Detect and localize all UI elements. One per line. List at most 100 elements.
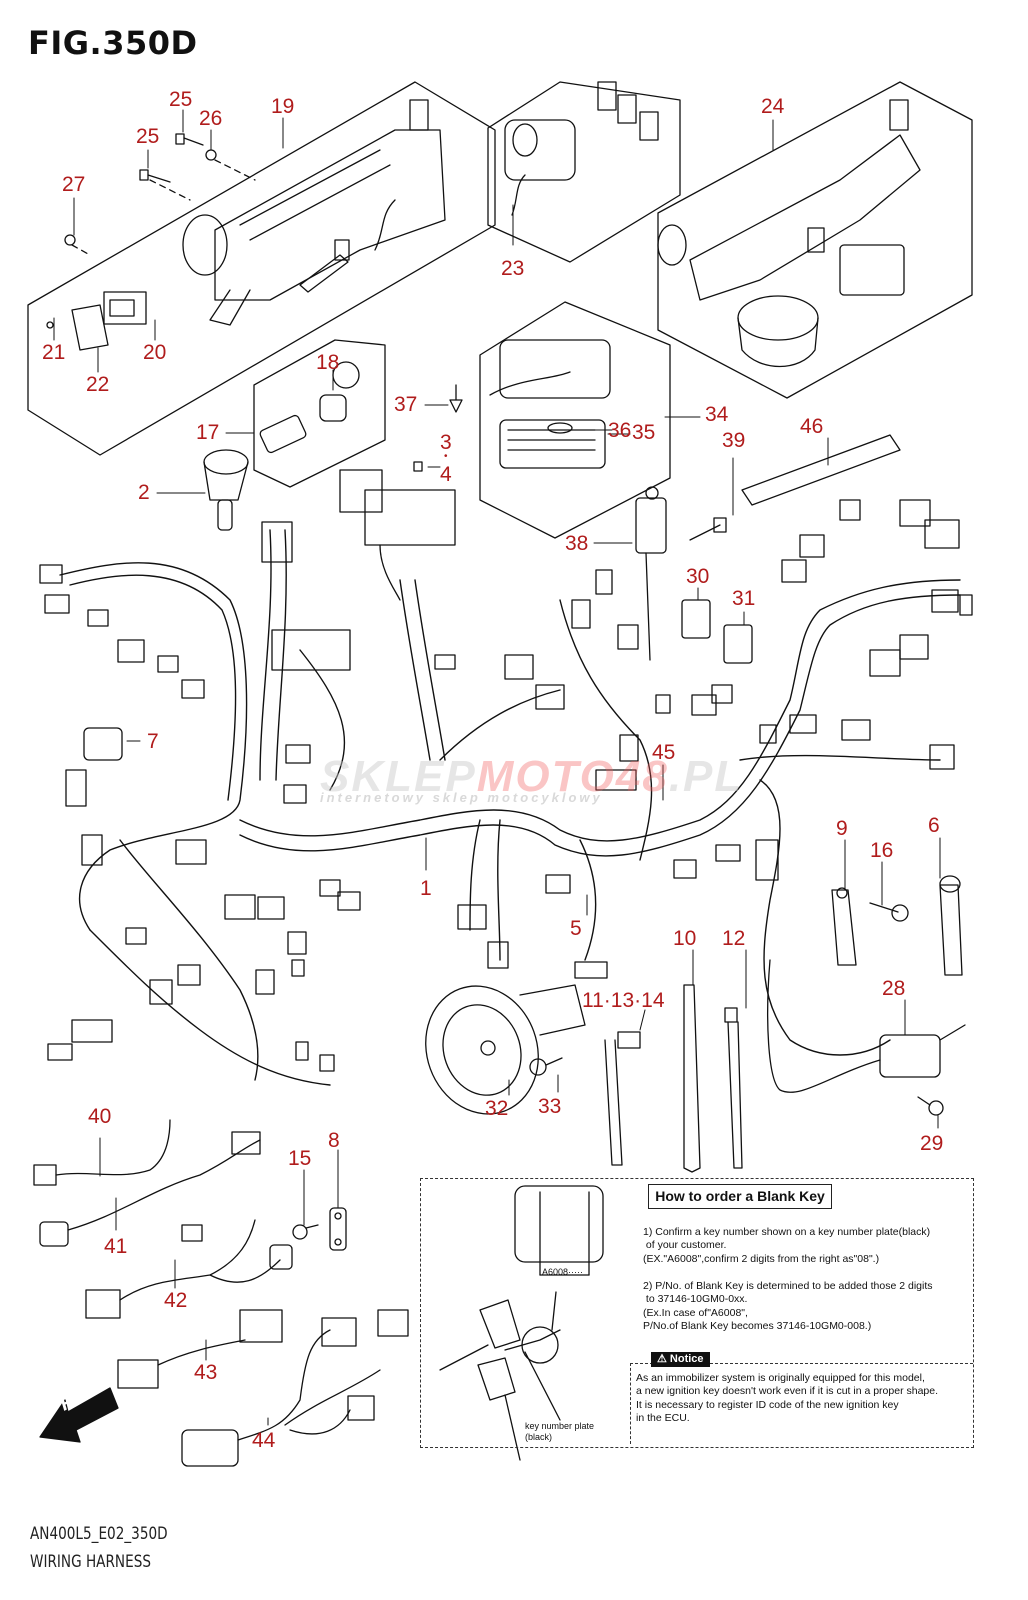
fwd-arrow-icon (39, 1387, 119, 1443)
bolt-29 (917, 1096, 944, 1116)
horn-32 (425, 984, 586, 1115)
relay-30 (681, 599, 711, 639)
grommet-2 (203, 449, 249, 531)
sub-harness-40 (33, 1119, 171, 1186)
sub-harness-41 (39, 1131, 261, 1247)
key-plate-code: A6008····· (542, 1267, 584, 1277)
watermark-red: MOTO48 (476, 752, 669, 801)
callout-40[interactable]: 40 (88, 1105, 112, 1128)
switch-38 (635, 486, 667, 661)
callout-8[interactable]: 8 (328, 1129, 340, 1152)
callout-6[interactable]: 6 (928, 814, 940, 837)
main-harness-1 (59, 529, 961, 1086)
callout-31[interactable]: 31 (732, 587, 756, 610)
callout-21[interactable]: 21 (42, 341, 66, 364)
callout-28[interactable]: 28 (882, 977, 906, 1000)
bolt-33 (529, 1057, 563, 1076)
blank-key-panel (420, 1178, 974, 1448)
callout-16[interactable]: 16 (870, 839, 894, 862)
callout-3-4-separator: • (444, 451, 448, 462)
callout-7[interactable]: 7 (147, 730, 159, 753)
switch-28 (767, 959, 966, 1093)
callout-27[interactable]: 27 (62, 173, 86, 196)
callout-11-13-14[interactable]: 11·13·14 (582, 989, 665, 1012)
bulb-36 (547, 422, 573, 434)
callout-30[interactable]: 30 (686, 565, 710, 588)
callout-33[interactable]: 33 (538, 1095, 562, 1118)
callout-10[interactable]: 10 (673, 927, 697, 950)
bolt-15 (292, 1224, 319, 1240)
callout-4[interactable]: 4 (440, 463, 452, 486)
watermark: SKLEPMOTO48.PL (320, 752, 743, 802)
callout-20[interactable]: 20 (143, 341, 167, 364)
sub-harness-42 (85, 1219, 293, 1319)
figure-name: WIRING HARNESS (30, 1552, 151, 1572)
callout-18[interactable]: 18 (316, 351, 340, 374)
notice-text: As an immobilizer system is originally e… (636, 1372, 939, 1425)
blank-key-step-1: 1) Confirm a key number shown on a key n… (643, 1226, 931, 1265)
callout-32[interactable]: 32 (485, 1097, 509, 1120)
fuse-box (339, 469, 456, 601)
clip-6 (939, 875, 963, 976)
clip-9 (831, 887, 857, 966)
callout-3[interactable]: 3 (440, 431, 452, 454)
group-box-19 (27, 81, 496, 456)
callout-22[interactable]: 22 (86, 373, 110, 396)
watermark-suffix: .PL (668, 752, 744, 801)
notice-box (630, 1363, 973, 1444)
callout-38[interactable]: 38 (565, 532, 589, 555)
blank-key-step-2: 2) P/No. of Blank Key is determined to b… (643, 1280, 933, 1333)
callout-25-lower[interactable]: 25 (136, 125, 160, 148)
watermark-grey: SKLEP (320, 752, 477, 801)
screw-39 (689, 517, 727, 541)
callout-43[interactable]: 43 (194, 1361, 218, 1384)
sub-harness-43 (117, 1309, 283, 1389)
callout-41[interactable]: 41 (104, 1235, 128, 1258)
blank-key-title: How to order a Blank Key (648, 1184, 832, 1209)
callout-46[interactable]: 46 (800, 415, 824, 438)
callout-1[interactable]: 1 (420, 877, 432, 900)
callout-39[interactable]: 39 (722, 429, 746, 452)
relay-31 (723, 624, 753, 664)
sub-harness-44 (181, 1309, 409, 1467)
callout-34[interactable]: 34 (705, 403, 729, 426)
nut-27 (64, 234, 76, 246)
screw-25b (175, 133, 204, 146)
harness-connectors (39, 499, 973, 1072)
callout-25-upper[interactable]: 25 (169, 88, 193, 111)
callout-44[interactable]: 44 (252, 1429, 276, 1452)
tie-10 (683, 984, 701, 1173)
callout-26[interactable]: 26 (199, 107, 223, 130)
callout-15[interactable]: 15 (288, 1147, 312, 1170)
screw-16 (869, 902, 909, 922)
leader-lines (53, 109, 941, 1426)
group-box-23 (487, 81, 681, 263)
plate-8 (329, 1207, 347, 1251)
cover-35 (499, 419, 606, 469)
callout-9[interactable]: 9 (836, 817, 848, 840)
figure-code: AN400L5_E02_350D (30, 1524, 168, 1544)
callout-2[interactable]: 2 (138, 481, 150, 504)
figure-title: FIG.350D (28, 24, 198, 62)
group-box-17 (253, 339, 386, 488)
ignition-switch-19 (182, 99, 446, 326)
watermark-tagline: internetowy sklep motocyklowy (320, 790, 603, 805)
callout-12[interactable]: 12 (722, 927, 746, 950)
callout-42[interactable]: 42 (164, 1289, 188, 1312)
callout-35[interactable]: 35 (632, 421, 656, 444)
key-illustration (439, 1185, 604, 1461)
callout-29[interactable]: 29 (920, 1132, 944, 1155)
callout-5[interactable]: 5 (570, 917, 582, 940)
callout-24[interactable]: 24 (761, 95, 785, 118)
callout-19[interactable]: 19 (271, 95, 295, 118)
fuse-3 (413, 461, 423, 472)
callout-45[interactable]: 45 (652, 741, 676, 764)
callout-36[interactable]: 36 (608, 419, 632, 442)
callout-37[interactable]: 37 (394, 393, 418, 416)
clamp-11-13-14 (604, 1031, 641, 1166)
tie-12 (724, 1007, 743, 1169)
callout-17[interactable]: 17 (196, 421, 220, 444)
callout-23[interactable]: 23 (501, 257, 525, 280)
washer-26 (205, 149, 217, 161)
